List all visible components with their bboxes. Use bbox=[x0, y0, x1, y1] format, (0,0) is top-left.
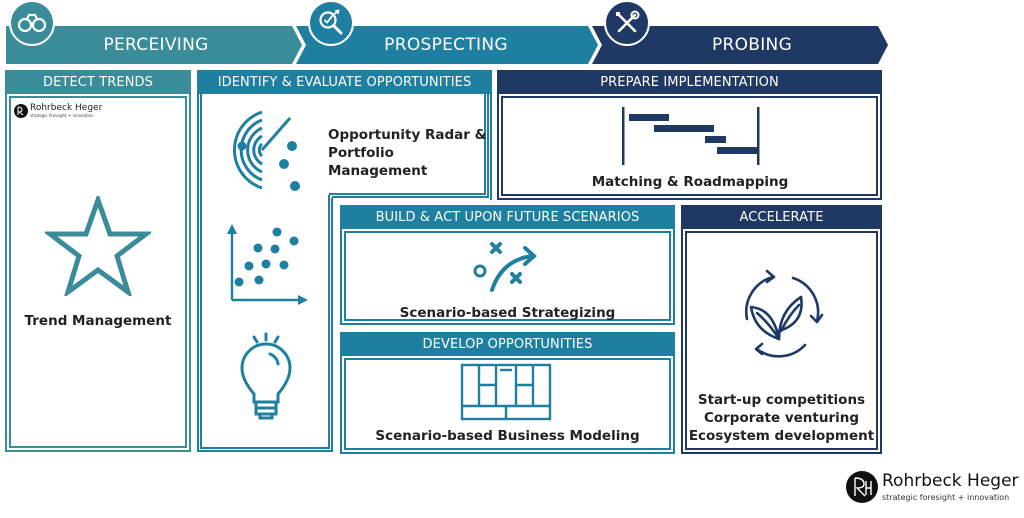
box-header: BUILD & ACT UPON FUTURE SCENARIOS bbox=[342, 207, 673, 229]
gantt-chart-icon bbox=[622, 107, 760, 165]
scatter-plot-icon bbox=[227, 224, 308, 305]
magnifier-target-icon bbox=[308, 0, 354, 46]
logo-mark-icon bbox=[846, 471, 878, 503]
phase-label: PROBING bbox=[711, 35, 793, 55]
box-body bbox=[9, 96, 187, 448]
phase-label: PROSPECTING bbox=[384, 35, 508, 55]
accelerate-item: Start-up competitions bbox=[697, 392, 866, 408]
footer-logo: Rohrbeck Heger strategic foresight + inn… bbox=[846, 471, 1019, 505]
logo-tagline: strategic foresight + innovation bbox=[30, 113, 94, 118]
box-develop-opportunities: DEVELOP OPPORTUNITIES bbox=[340, 332, 675, 454]
radar-icon bbox=[232, 110, 300, 191]
tools-icon bbox=[604, 0, 650, 46]
box-header: DEVELOP OPPORTUNITIES bbox=[342, 334, 673, 356]
scenario-strategizing-caption: Scenario-based Strategizing bbox=[399, 305, 616, 321]
phase-band bbox=[6, 26, 302, 64]
trend-management-caption: Trend Management bbox=[24, 313, 172, 329]
phase-prospecting: PROSPECTING bbox=[296, 0, 598, 64]
box-header: PREPARE IMPLEMENTATION bbox=[499, 72, 880, 94]
footer-logo-name: Rohrbeck Heger bbox=[882, 471, 1019, 491]
logo-mark-icon bbox=[14, 104, 28, 118]
phase-band bbox=[296, 26, 598, 64]
star-icon bbox=[45, 196, 151, 296]
phase-label: PERCEIVING bbox=[103, 35, 209, 55]
binoculars-icon bbox=[9, 0, 55, 46]
box-prepare-implementation: PREPARE IMPLEMENTATION bbox=[497, 70, 882, 200]
box-detect-trends: DETECT TRENDS bbox=[5, 70, 191, 452]
business-modeling-caption: Scenario-based Business Modeling bbox=[375, 428, 640, 444]
box-body bbox=[501, 96, 878, 196]
accelerate-item: Ecosystem development bbox=[688, 428, 875, 444]
box-body bbox=[344, 231, 671, 321]
accelerate-items: Start-up competitions Corporate venturin… bbox=[684, 391, 879, 445]
strategy-play-icon bbox=[473, 242, 538, 292]
box-body bbox=[685, 231, 878, 450]
footer-logo-tagline: strategic foresight + innovation bbox=[882, 493, 1010, 502]
sprout-cycle-icon bbox=[745, 269, 824, 358]
phase-probing: PROBING bbox=[592, 0, 888, 64]
box-header: IDENTIFY & EVALUATE OPPORTUNITIES bbox=[199, 72, 490, 94]
caption-line: Portfolio Management bbox=[328, 145, 428, 179]
matching-roadmapping-caption: Matching & Roadmapping bbox=[591, 174, 789, 190]
box-header: DETECT TRENDS bbox=[7, 72, 189, 94]
lightbulb-icon bbox=[240, 332, 292, 420]
accelerate-item: Corporate venturing bbox=[703, 410, 860, 426]
phase-band bbox=[592, 26, 888, 64]
caption-line: Opportunity Radar & bbox=[328, 127, 487, 143]
business-model-canvas-icon bbox=[460, 363, 552, 421]
logo-name: Rohrbeck Heger bbox=[30, 103, 103, 113]
box-header: ACCELERATE bbox=[683, 207, 880, 229]
opportunity-radar-caption: Opportunity Radar & Portfolio Management bbox=[328, 126, 488, 180]
box-body bbox=[344, 358, 671, 450]
identify-evaluate-outline bbox=[197, 92, 489, 452]
phase-perceiving: PERCEIVING bbox=[6, 0, 302, 64]
rohrbeck-heger-logo: Rohrbeck Heger strategic foresight + inn… bbox=[14, 103, 114, 119]
